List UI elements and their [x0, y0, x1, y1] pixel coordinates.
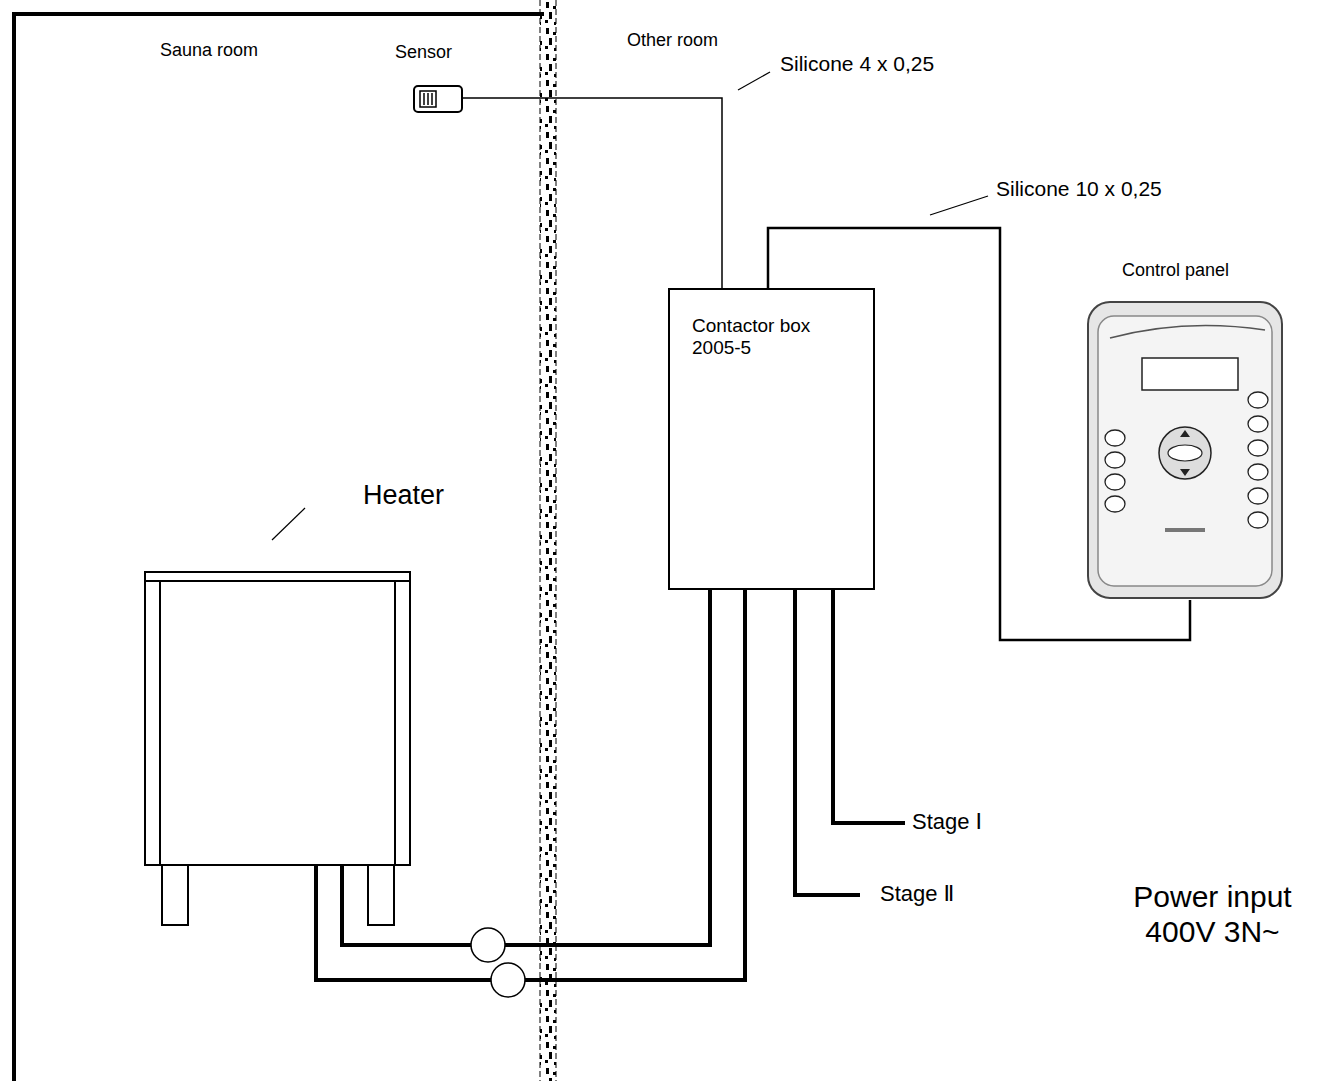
leader-line [930, 196, 988, 215]
wall-edge [556, 0, 557, 1081]
stage-label: Stage Ⅱ [880, 881, 954, 906]
stage-label: Stage Ⅰ [912, 809, 982, 834]
power-label: Power input 400V 3N~ [1110, 880, 1315, 949]
panel-drawing [1080, 258, 1290, 600]
node-label: Control panel [1122, 260, 1229, 281]
sensor: Sensor [390, 42, 463, 115]
cable-grommet [491, 963, 525, 997]
sauna-room: Sauna room SensorHeater [12, 12, 544, 1081]
node-label: Sensor [395, 42, 452, 63]
room-label: Other room [627, 30, 718, 51]
node-label: Contactor box 2005-5 [692, 315, 842, 359]
wall-edge [540, 0, 541, 1081]
control-panel: Control panel [1080, 258, 1290, 600]
stage-wire [795, 590, 860, 895]
node-label: Heater [363, 480, 444, 511]
heater-drawing [140, 478, 470, 938]
cable-label: Silicone 4 x 0,25 [778, 52, 936, 76]
cable-label: Silicone 10 x 0,25 [994, 177, 1164, 201]
node-label: Sauna room [160, 40, 258, 61]
stage-wire [833, 590, 905, 823]
leader-line [738, 72, 770, 90]
cable-grommet [471, 928, 505, 962]
heater: Heater [140, 478, 470, 865]
cable [463, 98, 722, 288]
leader-line [272, 508, 305, 540]
contactor-box: Contactor box 2005-5 [668, 288, 875, 590]
wall [540, 0, 556, 1081]
